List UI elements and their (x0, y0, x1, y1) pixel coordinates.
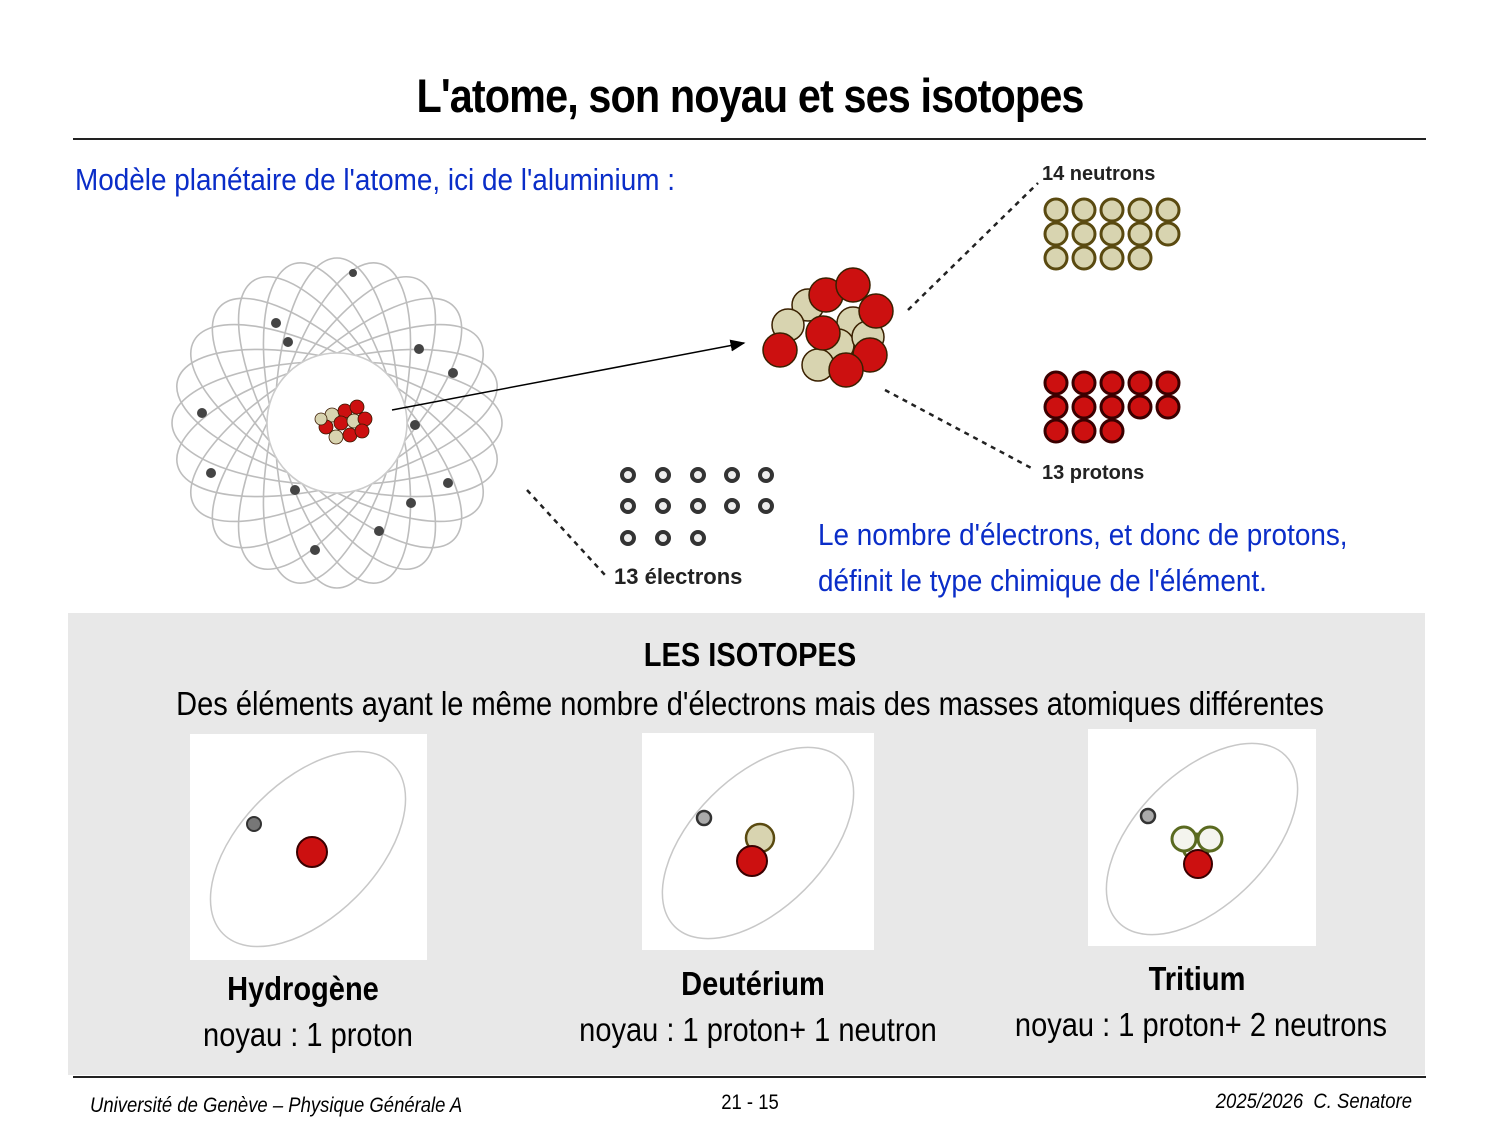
nucleus-figure (758, 255, 908, 395)
description-line-2: définit le type chimique de l'élément. (818, 563, 1267, 598)
footer-left: Université de Genève – Physique Générale… (90, 1094, 463, 1117)
footer-page-number: 21 - 15 (721, 1091, 779, 1114)
electrons-grid-icon (620, 467, 774, 546)
tritium-figure (1088, 729, 1316, 946)
hydrogen-atom-icon (209, 750, 407, 948)
intro-text: Modèle planétaire de l'atome, ici de l'a… (75, 162, 675, 197)
hydrogen-nucleus: noyau : 1 proton (203, 1016, 413, 1053)
slide-title: L'atome, son noyau et ses isotopes (416, 69, 1084, 122)
planetary-atom-figure (145, 255, 525, 600)
neutrons-grid-icon (1043, 197, 1181, 271)
electrons-label: 13 électrons (614, 564, 743, 589)
footer-divider (73, 1076, 1426, 1078)
description-line-1: Le nombre d'électrons, et donc de proton… (818, 517, 1348, 552)
zoom-arrow-icon (391, 182, 1039, 576)
tritium-atom-icon (1105, 742, 1299, 936)
deuterium-atom-icon (661, 746, 855, 940)
isotopes-subtitle: Des éléments ayant le même nombre d'élec… (176, 685, 1324, 722)
orbits-icon (171, 257, 503, 589)
nucleus-icon (762, 267, 894, 388)
tritium-nucleus: noyau : 1 proton+ 2 neutrons (1014, 1006, 1388, 1043)
deuterium-nucleus: noyau : 1 proton+ 1 neutron (579, 1011, 937, 1048)
hydrogen-name: Hydrogène (227, 970, 379, 1007)
neutrons-label: 14 neutrons (1042, 163, 1156, 185)
description-text: Le nombre d'électrons, et donc de proton… (818, 512, 1348, 604)
deuterium-figure (642, 733, 874, 950)
protons-grid-icon (1043, 370, 1181, 444)
title-divider (73, 138, 1426, 140)
protons-label: 13 protons (1042, 462, 1145, 484)
deuterium-name: Deutérium (681, 965, 825, 1002)
footer-right: 2025/2026 C. Senatore (1215, 1090, 1412, 1113)
tritium-name: Tritium (1148, 960, 1246, 997)
hydrogen-figure (190, 734, 427, 960)
isotopes-title: LES ISOTOPES (643, 636, 857, 673)
